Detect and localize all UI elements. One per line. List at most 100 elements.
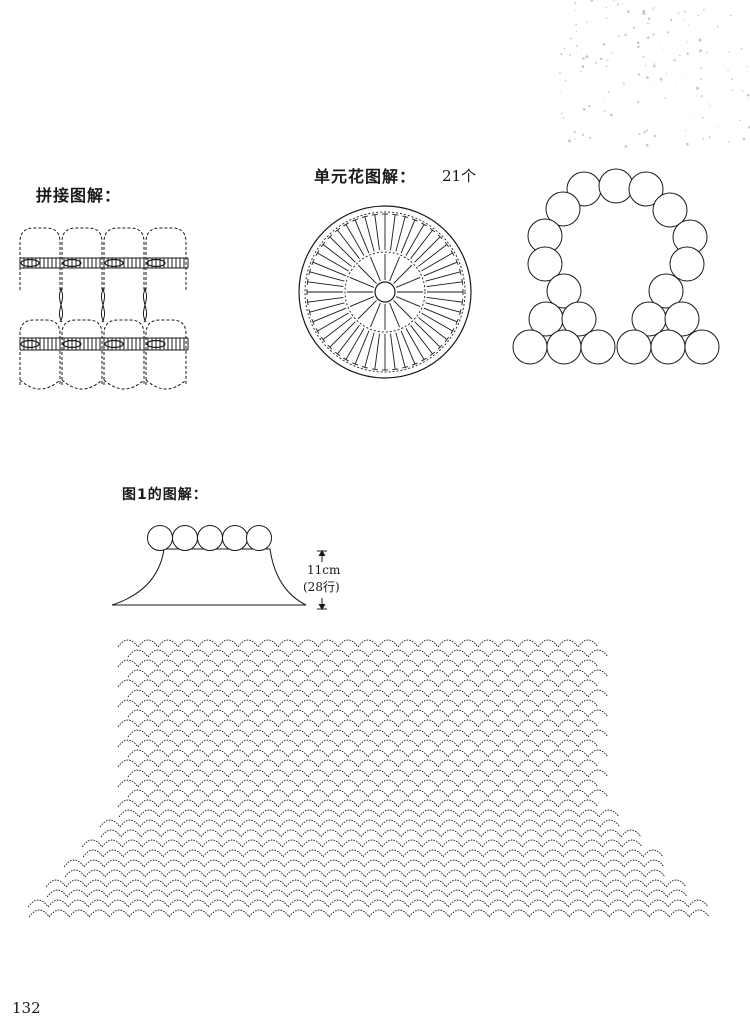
motif-stitch xyxy=(307,297,344,303)
shell-stitch xyxy=(387,649,409,658)
speck xyxy=(622,3,624,5)
chain-loop xyxy=(103,227,145,290)
motif-stitch-top xyxy=(459,268,462,275)
shell-stitch xyxy=(377,679,399,688)
shell-stitch xyxy=(318,809,340,818)
motif-stitch xyxy=(312,261,347,277)
join-oval xyxy=(20,258,40,268)
shell-stitch xyxy=(519,819,541,828)
shell-stitch xyxy=(497,739,519,748)
shell-stitch xyxy=(487,729,509,738)
shell-stitch xyxy=(437,639,459,648)
speck xyxy=(665,72,668,74)
shell-stitch xyxy=(281,839,303,848)
shell-stitch xyxy=(221,839,243,848)
motif-stitch xyxy=(317,312,349,332)
speck xyxy=(626,10,630,13)
shell-stitch xyxy=(466,889,488,898)
motif-stitch-top xyxy=(455,318,459,325)
speck xyxy=(569,37,572,40)
speck xyxy=(560,52,563,56)
figure1-title: 图1的图解： xyxy=(122,487,208,503)
shell-stitch xyxy=(186,889,208,898)
shell-stitch xyxy=(247,749,269,758)
shell-stitch xyxy=(167,689,189,698)
shell-stitch xyxy=(158,809,180,818)
shell-stitch xyxy=(542,849,564,858)
shell-stitch xyxy=(462,849,484,858)
shell-stitch xyxy=(67,899,89,908)
shell-stitch xyxy=(201,839,223,848)
motif-stitch xyxy=(395,332,406,368)
motif-stitch-top xyxy=(371,368,378,371)
shell-stitch xyxy=(447,729,469,738)
shell-stitch xyxy=(227,669,249,678)
shell-stitch xyxy=(377,739,399,748)
speck xyxy=(560,112,563,115)
shell-stitch xyxy=(137,799,159,808)
shell-stitch xyxy=(277,759,299,768)
speck xyxy=(702,137,705,140)
shell-stitch xyxy=(207,649,229,658)
shell-stitch xyxy=(524,869,546,878)
speck xyxy=(659,46,661,48)
speck xyxy=(653,134,656,138)
shell-stitch xyxy=(343,859,365,868)
shell-stitch xyxy=(288,909,310,918)
shell-stitch xyxy=(601,839,623,848)
speck xyxy=(559,72,561,74)
shell-stitch xyxy=(225,879,247,888)
shell-stitch xyxy=(427,669,449,678)
motif-stitch xyxy=(395,216,406,252)
shell-stitch xyxy=(167,729,189,738)
motif-stitch xyxy=(410,325,433,355)
shell-stitch xyxy=(458,809,480,818)
shell-stitch xyxy=(347,669,369,678)
shell-stitch xyxy=(587,899,609,908)
shell-stitch xyxy=(128,909,150,918)
shell-stitch xyxy=(537,659,559,668)
shell-stitch xyxy=(160,829,182,838)
speck xyxy=(730,14,732,17)
speck xyxy=(746,93,750,97)
shell-stitch xyxy=(587,649,609,658)
shell-stitch xyxy=(442,849,464,858)
shell-stitch xyxy=(397,679,419,688)
shell-stitch xyxy=(439,819,461,828)
shell-stitch xyxy=(567,769,589,778)
shell-stitch xyxy=(125,879,147,888)
join-oval xyxy=(62,258,82,268)
speck xyxy=(646,76,649,79)
motif-stitch-top xyxy=(311,318,315,325)
shell-stitch xyxy=(645,879,667,888)
shell-stitch xyxy=(457,639,479,648)
shell-stitch xyxy=(257,759,279,768)
shell-stitch xyxy=(307,899,329,908)
shell-stitch xyxy=(217,639,239,648)
speck xyxy=(729,39,731,41)
shell-stitch xyxy=(427,689,449,698)
shell-stitch xyxy=(177,739,199,748)
motif-ring xyxy=(344,251,426,333)
shell-stitch xyxy=(385,879,407,888)
shell-stitch xyxy=(567,709,589,718)
motif-stitch xyxy=(405,224,425,256)
shell-stitch xyxy=(217,759,239,768)
shell-stitch xyxy=(465,879,487,888)
shell-stitch xyxy=(417,779,439,788)
shell-stitch xyxy=(307,789,329,798)
shell-stitch xyxy=(544,869,566,878)
motif-stitch-top xyxy=(392,213,399,216)
speck xyxy=(574,138,576,140)
shell-stitch xyxy=(267,749,289,758)
shell-stitch xyxy=(503,859,525,868)
shell-stitch xyxy=(48,909,70,918)
shell-stitch xyxy=(577,639,599,648)
shell-stitch xyxy=(447,709,469,718)
shell-stitch xyxy=(161,839,183,848)
shell-stitch xyxy=(437,699,459,708)
shell-stitch xyxy=(527,789,549,798)
shell-stitch xyxy=(482,849,504,858)
shell-stitch xyxy=(106,889,128,898)
shell-stitch xyxy=(586,889,608,898)
